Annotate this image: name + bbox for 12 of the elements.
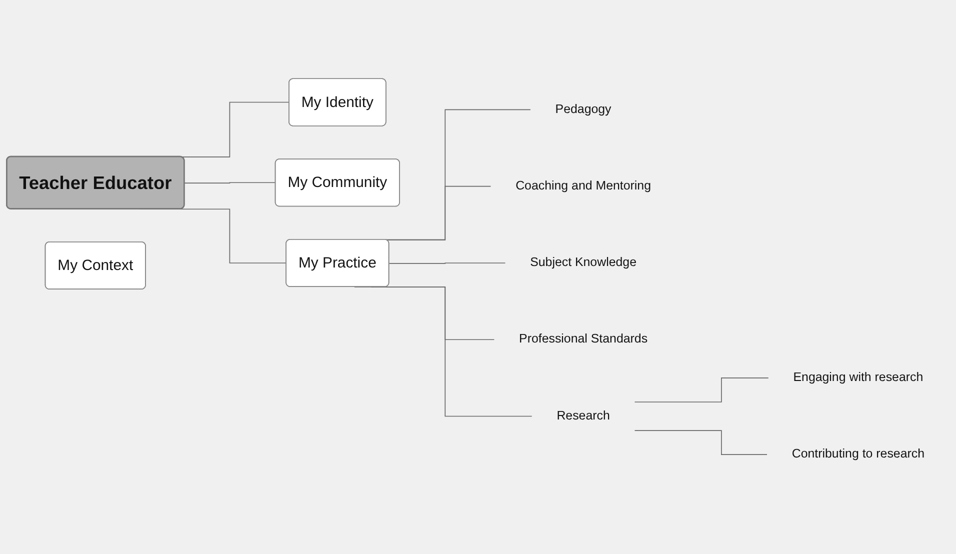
connector	[388, 262, 506, 264]
node-text: Professional Standards	[519, 331, 648, 346]
node-text: Subject Knowledge	[530, 254, 636, 269]
connector	[634, 377, 769, 402]
node-text: Research	[556, 408, 610, 422]
node-text: Engaging with research	[793, 370, 924, 384]
connector	[634, 430, 768, 455]
node-text: Pedagogy	[555, 102, 612, 116]
connector	[354, 286, 532, 416]
node-text: Coaching and Mentoring	[516, 178, 651, 192]
connector	[184, 182, 276, 183]
node-text: Contributing to research	[792, 446, 925, 461]
